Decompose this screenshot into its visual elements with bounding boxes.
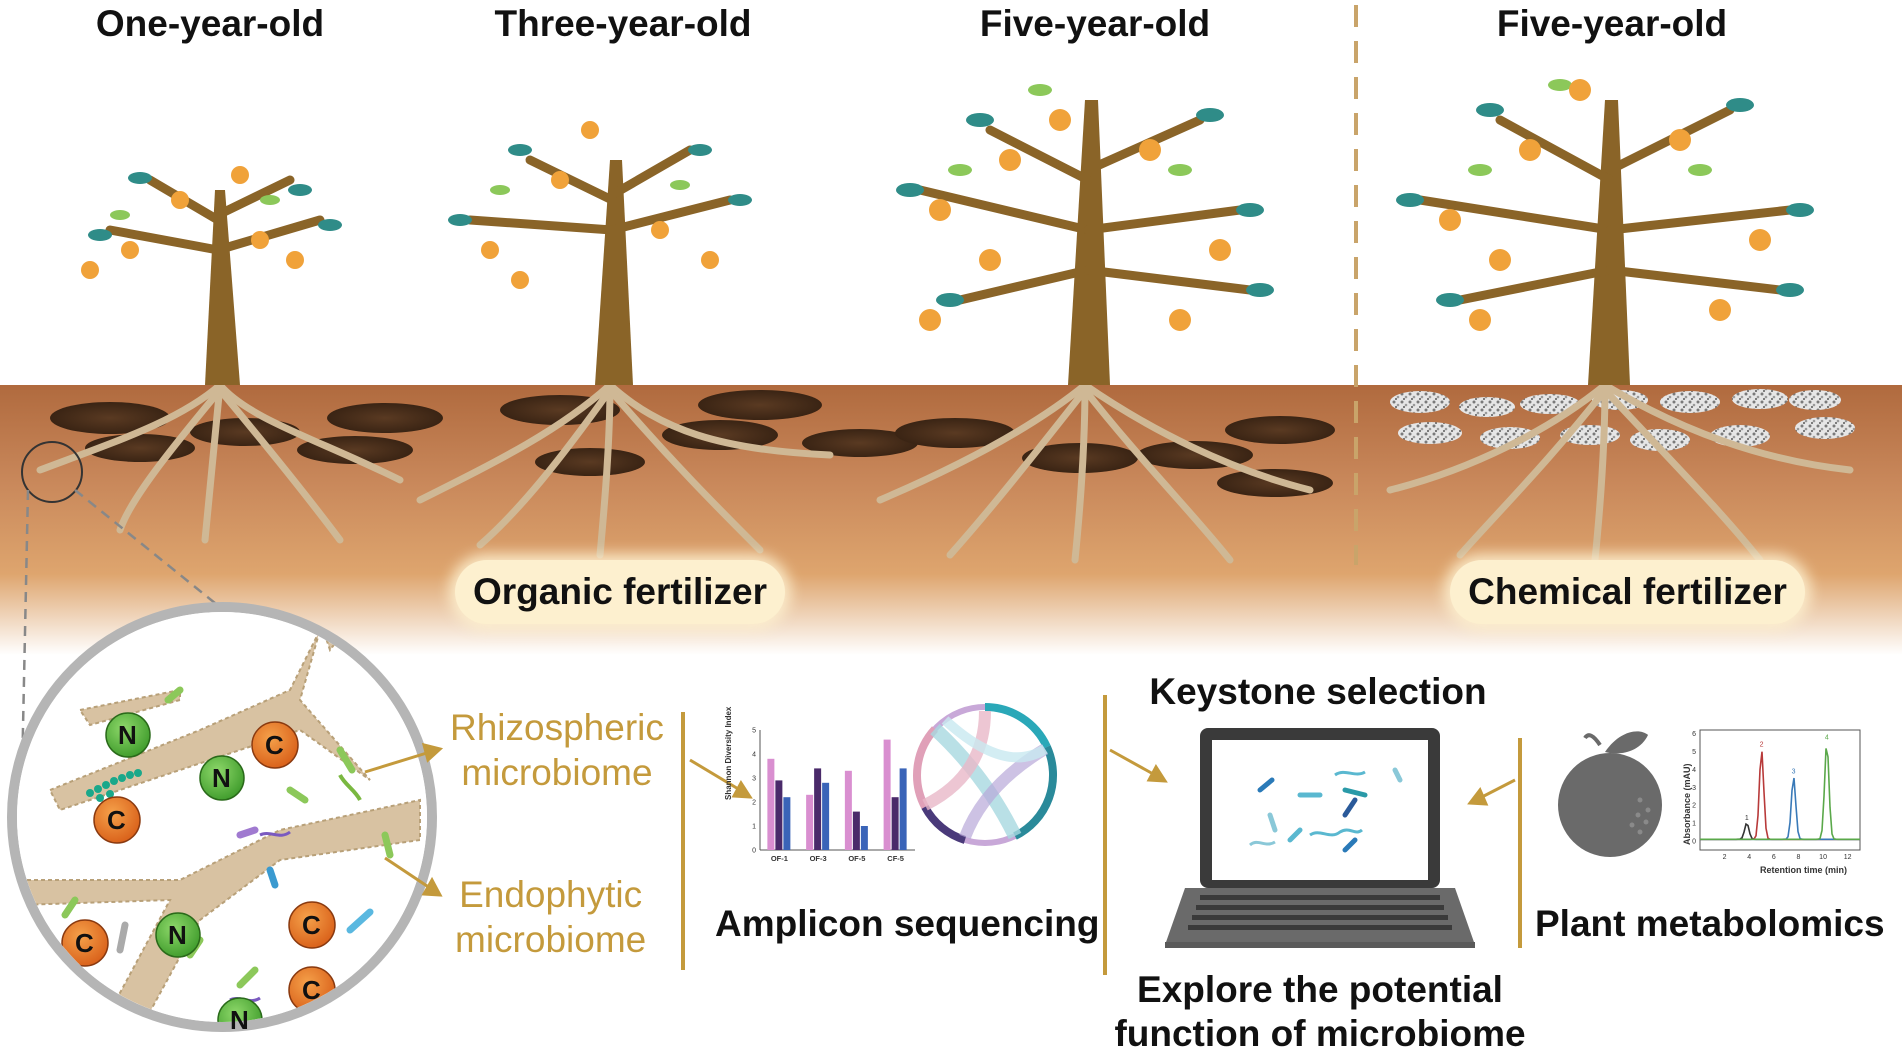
fruit-icon — [1558, 731, 1662, 857]
chromatogram-y-tick: 1 — [1692, 821, 1696, 828]
laptop-icon — [1165, 728, 1475, 948]
chromatogram-y-tick: 3 — [1692, 785, 1696, 792]
bar-chart-category-label: OF-5 — [848, 854, 865, 863]
amplicon-sequencing-label: Amplicon sequencing — [715, 903, 1100, 944]
chromatogram-y-tick: 0 — [1692, 839, 1696, 846]
chromatogram-peak-label: 4 — [1825, 735, 1829, 742]
nutrient-c-label: C — [265, 730, 284, 760]
bar-chart-y-tick: 2 — [752, 800, 756, 807]
nutrient-c-label: C — [75, 928, 94, 958]
bar-chart-bar — [860, 826, 868, 850]
bar-chart-bar — [844, 770, 852, 850]
chromatogram-ylabel: Absorbance (mAU) — [1682, 763, 1692, 845]
flow-arrows — [689, 748, 1516, 806]
bar-chart-ylabel: Shannon Diversity Index — [724, 706, 733, 800]
plant-metabolomics-label: Plant metabolomics — [1535, 903, 1885, 944]
tree-branches — [105, 105, 1795, 305]
bar-chart-y-tick: 5 — [752, 728, 756, 735]
rhizo-line1: Rhizospheric — [450, 707, 664, 748]
chromatogram-peak-label: 3 — [1792, 769, 1796, 776]
chromatogram-peak-label: 2 — [1760, 742, 1764, 749]
tree-leaves-fruits — [81, 79, 1814, 331]
chemical-fertilizer-label: Chemical fertilizer — [1450, 560, 1805, 624]
nutrient-n-label: N — [212, 763, 231, 793]
zoom-source-circle — [21, 441, 83, 503]
endophytic-microbiome-label: Endophytic microbiome — [455, 872, 646, 962]
chromatogram-peak-line — [1700, 751, 1860, 841]
nutrient-n-label: N — [168, 920, 187, 950]
bar-chart-bar — [883, 739, 891, 850]
nutrient-c-label: C — [107, 805, 126, 835]
microbiome-inset — [7, 602, 437, 1032]
nutrient-n-label: N — [118, 720, 137, 750]
bar-chart-bar — [806, 794, 814, 850]
bar-chart-bar — [767, 758, 775, 850]
rhizo-line2: microbiome — [461, 752, 653, 794]
bar-chart-bar — [822, 782, 830, 850]
stage-label-three-year: Three-year-old — [494, 3, 752, 44]
nutrient-c-label: C — [302, 975, 321, 1005]
explore-function-label: Explore the potential function of microb… — [1114, 968, 1525, 1057]
chromatogram-x-tick: 8 — [1797, 854, 1801, 861]
endo-line2: microbiome — [455, 919, 647, 961]
bar-chart-category-label: OF-3 — [810, 854, 827, 863]
bar-chart-bar — [852, 811, 860, 850]
chord-diagram — [913, 703, 1057, 846]
chromatogram-x-tick: 4 — [1747, 854, 1751, 861]
chromatogram-frame — [1699, 729, 1861, 851]
organic-fertilizer-label: Organic fertilizer — [455, 560, 785, 624]
bar-chart-y-tick: 3 — [752, 776, 756, 783]
bar-chart-bar — [899, 768, 907, 850]
chromatogram-y-tick: 5 — [1692, 749, 1696, 756]
bar-chart-y-tick: 1 — [752, 824, 756, 831]
chromatogram-x-tick: 12 — [1844, 854, 1852, 861]
chromatogram-y-tick: 6 — [1692, 731, 1696, 738]
bar-chart-bar — [814, 768, 822, 850]
chromatogram-peak-line — [1700, 822, 1860, 841]
chromatogram-x-tick: 6 — [1772, 854, 1776, 861]
endo-line1: Endophytic — [459, 874, 643, 915]
stage-label-one-year: One-year-old — [95, 3, 325, 44]
bar-chart-bar — [783, 797, 791, 850]
rhizospheric-microbiome-label: Rhizospheric microbiome — [450, 705, 664, 795]
inset-arrows — [364, 742, 444, 897]
section-separators — [681, 695, 1522, 975]
bar-chart-category-label: CF-5 — [887, 854, 904, 863]
chromatogram-peak-label: 1 — [1745, 815, 1749, 822]
bar-chart-y-tick: 4 — [752, 752, 756, 759]
nutrient-n-label: N — [230, 1005, 249, 1035]
bar-chart-y-tick: 0 — [752, 848, 756, 855]
bar-chart-bar — [775, 780, 783, 850]
stage-label-five-year-chemical: Five-year-old — [1496, 3, 1728, 44]
explore-line2: function of microbiome — [1114, 1013, 1526, 1055]
stage-label-five-year-organic: Five-year-old — [979, 3, 1211, 44]
chromatogram-y-tick: 2 — [1692, 803, 1696, 810]
chromatogram-x-tick: 10 — [1819, 854, 1827, 861]
tree-trunks — [205, 100, 1630, 385]
chromatogram-x-tick: 2 — [1723, 854, 1727, 861]
bar-chart-category-label: OF-1 — [771, 854, 788, 863]
nutrient-c-label: C — [302, 910, 321, 940]
keystone-selection-title: Keystone selection — [1149, 671, 1487, 712]
explore-line1: Explore the potential — [1137, 969, 1503, 1010]
chromatogram-peak-line — [1700, 777, 1860, 841]
chromatogram-peak-line — [1700, 748, 1860, 841]
chromatogram-y-tick: 4 — [1692, 767, 1696, 774]
tree-roots — [36, 381, 1854, 564]
chromatogram-xlabel: Retention time (min) — [1760, 865, 1847, 875]
amplicon-bar-chart: 0 1 2 3 4 5OF-1 OF-3 OF-5 CF-5 — [752, 728, 915, 863]
bar-chart-bar — [891, 797, 899, 850]
